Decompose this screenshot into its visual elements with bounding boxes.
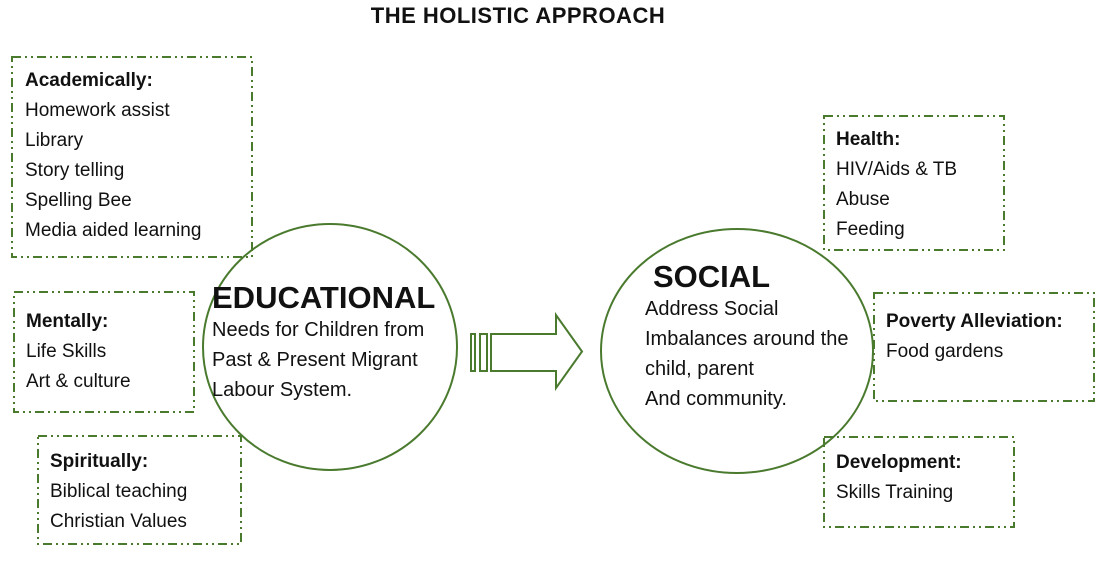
poverty-box: Poverty Alleviation: Food gardens <box>886 307 1063 367</box>
list-item: Homework assist <box>25 100 170 121</box>
diagram-title: THE HOLISTIC APPROACH <box>370 3 666 28</box>
list-item: Abuse <box>836 189 890 210</box>
striped-right-arrow-icon <box>470 311 584 392</box>
social-line: And community. <box>645 388 787 410</box>
spiritually-box: Spiritually: Biblical teaching Christian… <box>50 447 187 537</box>
list-item: Biblical teaching <box>50 481 188 502</box>
development-heading: Development: <box>836 452 962 473</box>
list-item: Spelling Bee <box>25 190 132 211</box>
list-item: Art & culture <box>26 371 131 392</box>
list-item: Feeding <box>836 219 905 240</box>
list-item: Food gardens <box>886 341 1004 362</box>
arrow-stripe-thin <box>470 333 476 372</box>
list-item: Story telling <box>25 160 125 181</box>
educational-line: Labour System. <box>212 379 353 401</box>
health-heading: Health: <box>836 129 901 150</box>
mentally-box-border <box>13 291 195 413</box>
social-line: Imbalances around the <box>645 328 849 350</box>
social-line: Address Social <box>645 298 779 320</box>
poverty-heading: Poverty Alleviation: <box>886 311 1063 332</box>
educational-label: EDUCATIONAL Needs for Children from Past… <box>212 281 435 405</box>
list-item: HIV/Aids & TB <box>836 159 958 180</box>
list-item: Christian Values <box>50 511 187 532</box>
academically-box: Academically: Homework assist Library St… <box>25 66 201 246</box>
educational-circle <box>202 223 458 471</box>
development-box-border <box>823 436 1015 528</box>
academically-box-border <box>11 56 253 258</box>
social-line: child, parent <box>645 358 754 380</box>
social-circle <box>600 228 874 474</box>
health-box: Health: HIV/Aids & TB Abuse Feeding <box>836 125 957 245</box>
list-item: Library <box>25 130 84 151</box>
list-item: Skills Training <box>836 482 954 503</box>
health-box-border <box>823 115 1005 251</box>
social-heading: SOCIAL <box>653 259 771 294</box>
poverty-box-border <box>873 292 1095 402</box>
academically-heading: Academically: <box>25 70 153 91</box>
spiritually-heading: Spiritually: <box>50 451 149 472</box>
arrow-stripe-thick <box>479 333 488 372</box>
social-label: SOCIAL Address Social Imbalances around … <box>645 260 848 414</box>
list-item: Media aided learning <box>25 220 202 241</box>
development-box: Development: Skills Training <box>836 448 962 508</box>
list-item: Life Skills <box>26 341 107 362</box>
educational-line: Past & Present Migrant <box>212 349 418 371</box>
mentally-heading: Mentally: <box>26 311 109 332</box>
educational-line: Needs for Children from <box>212 319 425 341</box>
mentally-box: Mentally: Life Skills Art & culture <box>26 307 131 397</box>
educational-heading: EDUCATIONAL <box>212 280 436 315</box>
spiritually-box-border <box>37 435 242 545</box>
arrow-body <box>490 311 584 392</box>
